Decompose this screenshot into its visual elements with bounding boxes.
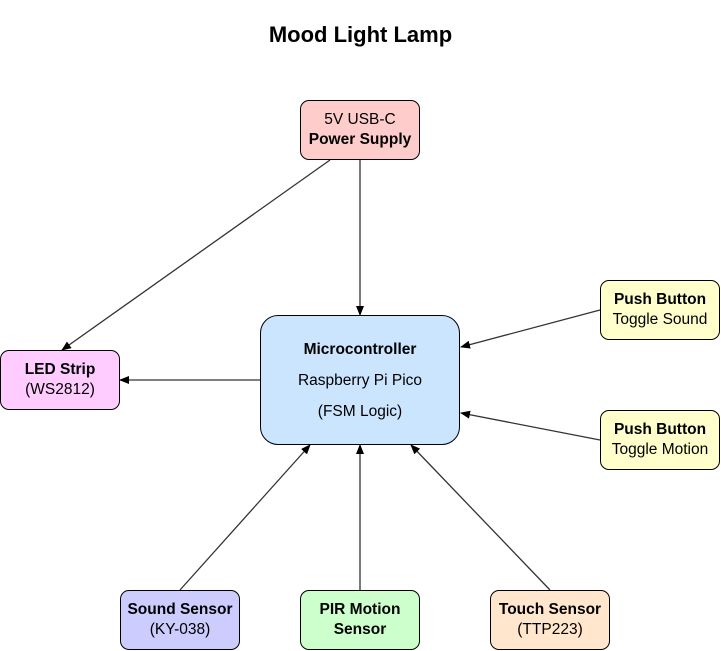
push-button-motion-label: Push Button [613, 421, 707, 438]
arrow-btn_sound-to-mcu [460, 309, 601, 349]
arrow-sound-to-mcu [179, 444, 311, 591]
led-strip-node: LED Strip (WS2812) [0, 350, 120, 410]
power-supply-node: 5V USB-C Power Supply [300, 100, 420, 160]
touch-sensor-model: (TTP223) [517, 621, 583, 638]
diagram-title: Mood Light Lamp [268, 22, 453, 47]
push-button-sound-function: Toggle Sound [612, 311, 708, 328]
pir-sensor-label-top: PIR Motion [319, 601, 401, 618]
push-button-sound-label: Push Button [613, 291, 707, 308]
arrow-touch-to-mcu [410, 444, 551, 591]
touch-sensor-node: Touch Sensor (TTP223) [490, 590, 610, 650]
arrow-power-to-led [61, 159, 331, 351]
led-strip-label: LED Strip [24, 361, 96, 378]
microcontroller-node: Microcontroller Raspberry Pi Pico (FSM L… [260, 315, 460, 445]
push-button-motion-node: Push Button Toggle Motion [600, 410, 720, 470]
sound-sensor-label: Sound Sensor [127, 601, 233, 618]
arrow-btn_motion-to-mcu [460, 410, 601, 441]
sound-sensor-node: Sound Sensor (KY-038) [120, 590, 240, 650]
microcontroller-logic: (FSM Logic) [317, 402, 403, 420]
pir-sensor-node: PIR Motion Sensor [300, 590, 420, 650]
led-strip-model: (WS2812) [25, 381, 95, 398]
touch-sensor-label: Touch Sensor [498, 601, 602, 618]
microcontroller-board: Raspberry Pi Pico [297, 371, 423, 389]
sound-sensor-model: (KY-038) [149, 621, 211, 638]
microcontroller-label: Microcontroller [303, 340, 417, 358]
push-button-motion-function: Toggle Motion [611, 441, 709, 458]
push-button-sound-node: Push Button Toggle Sound [600, 280, 720, 340]
power-supply-label: Power Supply [308, 131, 412, 148]
pir-sensor-label-bottom: Sensor [333, 621, 387, 638]
power-supply-label-top: 5V USB-C [324, 111, 396, 128]
